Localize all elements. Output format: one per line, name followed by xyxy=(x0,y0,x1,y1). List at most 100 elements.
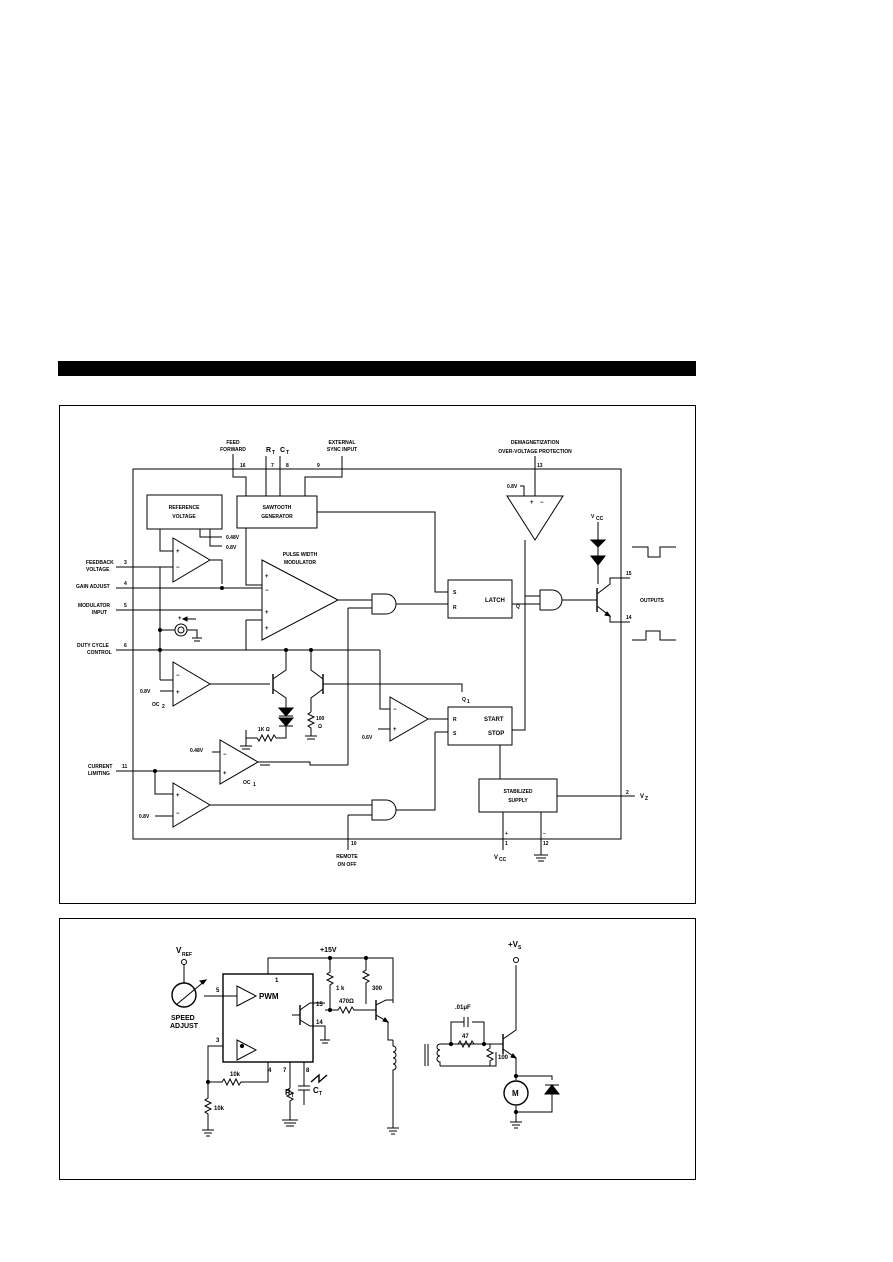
ct-app-label: C xyxy=(313,1086,319,1095)
r10k-label-a: 10k xyxy=(230,1072,241,1078)
capacitor-01uf xyxy=(450,1017,485,1044)
demag-minus: − xyxy=(540,500,544,506)
sawtooth-to-latch-wire xyxy=(317,511,448,593)
remote-label-1: REMOTE xyxy=(336,854,358,860)
resistor-1k-app xyxy=(325,958,335,1010)
bottom-comparator xyxy=(172,782,211,828)
vcc-top: V xyxy=(591,514,595,520)
resistor-100 xyxy=(305,711,317,740)
feed-forward-label-1: FEED xyxy=(226,440,240,446)
q-transistor-2 xyxy=(310,650,463,712)
feed-forward-label-2: FORWARD xyxy=(220,447,246,453)
ground-1k xyxy=(240,730,252,750)
ext-transistor-arrow xyxy=(382,1017,390,1023)
sawtooth-icon xyxy=(310,1073,328,1084)
output-transistor xyxy=(592,577,630,623)
ss-start: START xyxy=(484,717,504,723)
vref-sub: REF xyxy=(182,952,192,958)
speed-label-2: ADJUST xyxy=(170,1023,199,1030)
pin-4: 4 xyxy=(124,581,127,587)
feedback-opamp xyxy=(172,537,211,583)
transformer-secondary xyxy=(436,1043,497,1067)
pwm-label-1: PULSE WIDTH xyxy=(283,552,318,558)
ss-s: S xyxy=(453,731,457,737)
current-source-ground xyxy=(187,629,202,642)
pin-11: 11 xyxy=(122,764,128,770)
r100-label-2: Ω xyxy=(318,724,322,730)
demag-08: 0.8V xyxy=(507,484,518,490)
output-waveform-2 xyxy=(632,630,676,641)
oc1-wires xyxy=(212,751,348,766)
resistor-100-app xyxy=(485,1044,495,1066)
supply-pins-wires xyxy=(502,812,548,862)
resistor-10k-fb xyxy=(208,1062,269,1087)
sawtooth-label-1: SAWTOOTH xyxy=(263,505,292,511)
app-pin-3: 3 xyxy=(216,1038,220,1044)
r47-label: 47 xyxy=(462,1034,469,1040)
junction-dot xyxy=(309,648,313,652)
resistor-470 xyxy=(325,1005,376,1015)
and-gate-2 xyxy=(539,589,563,611)
latch-block xyxy=(447,579,513,619)
oc2-wires xyxy=(160,679,270,692)
motor-wiring xyxy=(510,1075,553,1129)
cs-arrow-icon xyxy=(181,616,188,622)
oc2-plus: + xyxy=(176,690,180,696)
app-pin-1: 1 xyxy=(275,978,279,984)
and-gate-1-wires xyxy=(338,599,372,765)
q-transistor-1 xyxy=(272,650,287,708)
duty-cycle-label-2: CONTROL xyxy=(87,650,112,656)
output-waveform-1 xyxy=(632,546,676,558)
app-junction xyxy=(448,1041,454,1047)
resistor-10k-gnd xyxy=(202,1082,214,1137)
block-diagram-frame xyxy=(59,405,696,904)
r470-label: 470Ω xyxy=(339,999,354,1005)
app-junction xyxy=(327,1007,333,1013)
demag-label-2: OVER-VOLTAGE PROTECTION xyxy=(498,449,572,455)
ss-plus: + xyxy=(393,727,397,733)
latch-q: Q xyxy=(516,604,520,610)
vref-label: V xyxy=(176,946,182,955)
pwm-comparator xyxy=(261,559,340,641)
v15-label: +15V xyxy=(320,947,337,954)
bc-plus: + xyxy=(176,793,180,799)
junction-dot xyxy=(220,586,224,590)
vcc-plus: + xyxy=(505,831,508,837)
app-pin-15: 15 xyxy=(316,1002,323,1008)
ss-06: 0.6V xyxy=(362,735,373,741)
demag-plus: + xyxy=(530,500,534,506)
app-opamp-dot xyxy=(239,1043,245,1049)
pwm-in-4: + xyxy=(265,626,269,632)
rt-ct-sync-wires xyxy=(265,456,343,496)
vz-sub: Z xyxy=(645,796,648,802)
resistor-47 xyxy=(457,1039,475,1049)
reference-label-2: VOLTAGE xyxy=(172,514,196,520)
feedback-label-2: VOLTAGE xyxy=(86,567,110,573)
oc2-08: 0.8V xyxy=(140,689,151,695)
ref-048-label: 0.48V xyxy=(226,535,240,541)
sawtooth-label-2: GENERATOR xyxy=(261,514,293,520)
app-junction xyxy=(513,1109,519,1115)
internal-transistor xyxy=(292,1002,330,1044)
vs-terminal xyxy=(513,957,519,963)
pin-7: 7 xyxy=(271,463,274,469)
and-gate-3-wires xyxy=(347,814,372,839)
stab-label-1: STABILIZED xyxy=(503,789,532,795)
application-circuit-frame xyxy=(59,918,696,1180)
pwm-label: PWM xyxy=(259,992,279,1001)
bc-minus: − xyxy=(176,811,180,817)
q1-sub: 1 xyxy=(467,699,470,705)
q1-label: Q xyxy=(462,697,466,703)
current-limiting-label-1: CURRENT xyxy=(88,764,112,770)
section-header-bar xyxy=(58,361,696,376)
oc1-label: OC xyxy=(243,780,251,786)
fb-opamp-plus: + xyxy=(176,549,180,555)
vs-sub: S xyxy=(518,945,522,951)
ct-label: C xyxy=(280,447,285,454)
junction-dot xyxy=(153,769,157,773)
oc1-sub: 1 xyxy=(253,782,256,788)
ic-boundary xyxy=(132,468,622,840)
rt-app-sub: T xyxy=(291,1093,294,1099)
ss-wires xyxy=(378,650,448,730)
current-source-inner xyxy=(177,626,185,634)
